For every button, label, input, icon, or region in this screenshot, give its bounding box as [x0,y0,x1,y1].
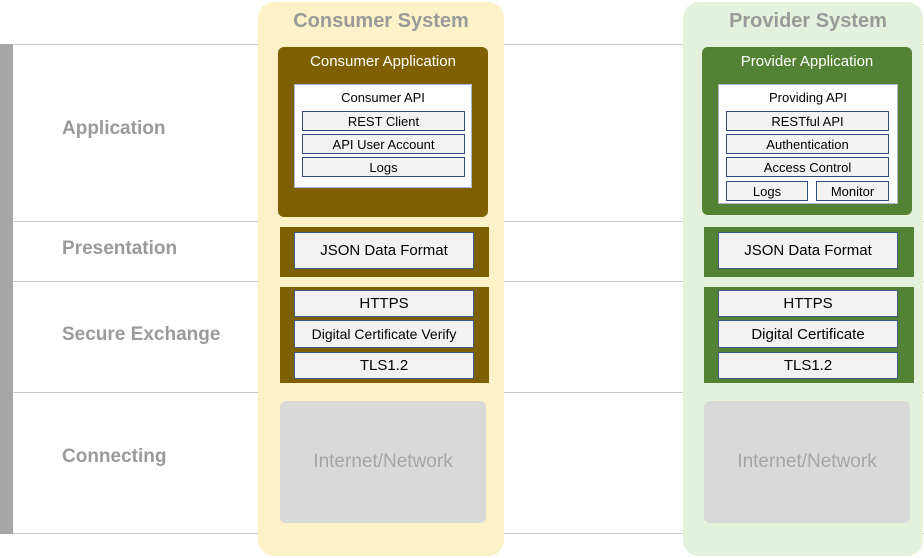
provider-https: HTTPS [718,290,898,317]
consumer-https: HTTPS [294,290,474,317]
provider-json-format: JSON Data Format [718,232,898,269]
provider-api-title: Providing API [768,90,848,105]
provider-api-item: Logs [726,181,808,201]
consumer-json-format: JSON Data Format [294,232,474,269]
provider-api-item: Access Control [726,157,889,177]
provider-api-item: Monitor [816,181,889,201]
left-layer-bar [0,44,13,534]
consumer-application-title: Consumer Application [310,53,456,70]
provider-application-title: Provider Application [740,53,874,70]
provider-tls: TLS1.2 [718,352,898,379]
layer-label-secure-exchange: Secure Exchange [62,324,221,345]
layer-label-presentation: Presentation [62,238,178,259]
provider-api-item: RESTful API [726,111,889,131]
consumer-tls: TLS1.2 [294,352,474,379]
consumer-network-block: Internet/Network [280,401,486,523]
consumer-api-item: API User Account [302,134,465,154]
consumer-api-title: Consumer API [341,90,425,105]
provider-network-block: Internet/Network [704,401,910,523]
provider-api-item: Authentication [726,134,889,154]
provider-system-title: Provider System [729,10,887,32]
layer-label-connecting: Connecting [62,446,167,467]
consumer-digital-certificate-verify: Digital Certificate Verify [294,320,474,348]
consumer-system-title: Consumer System [293,10,469,32]
consumer-api-item: Logs [302,157,465,177]
provider-digital-certificate: Digital Certificate [718,320,898,348]
layer-label-application: Application [62,118,166,139]
consumer-api-item: REST Client [302,111,465,131]
